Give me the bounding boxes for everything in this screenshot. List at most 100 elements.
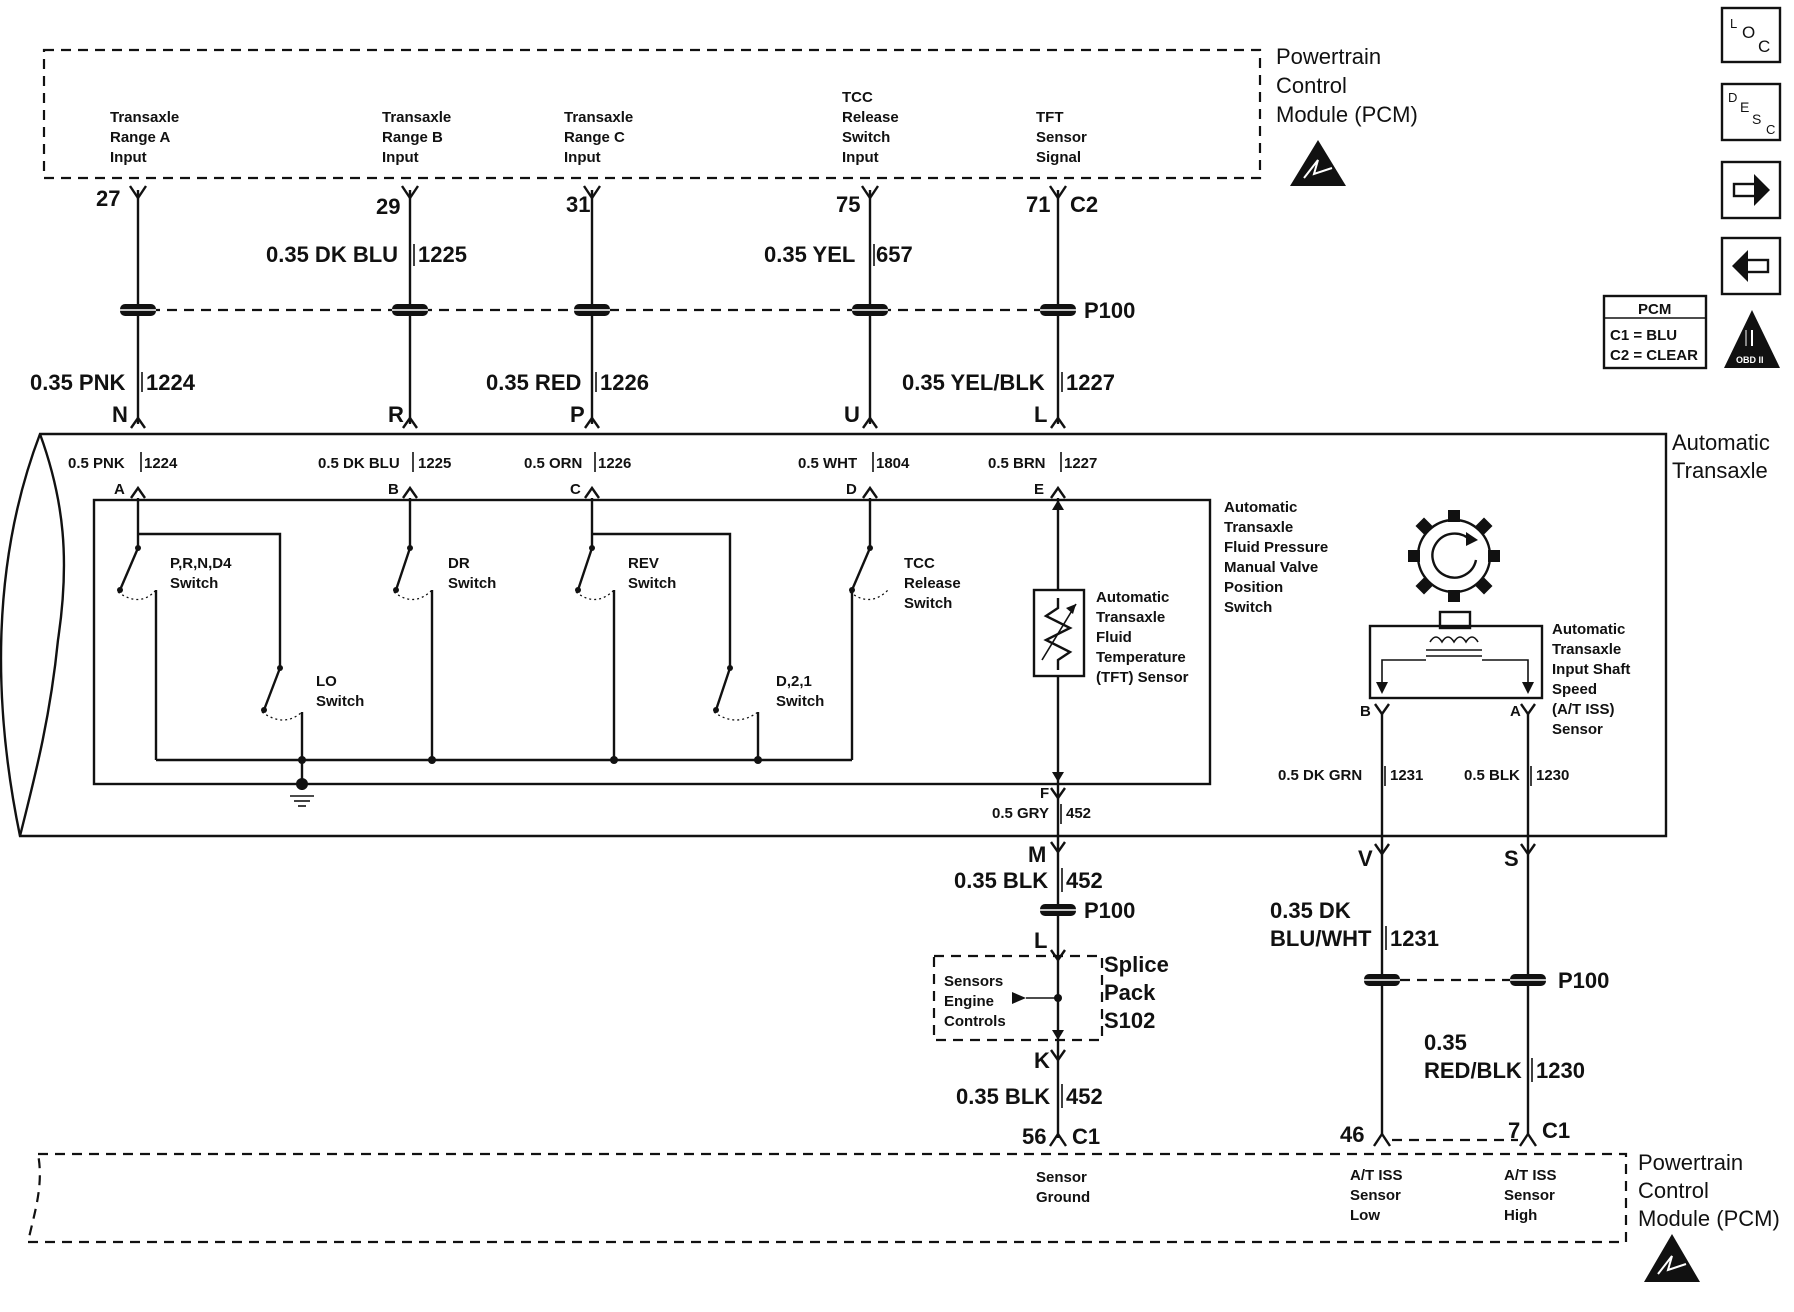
wire-gauge: 0.35 BLK bbox=[954, 868, 1048, 893]
loc-letter: O bbox=[1742, 23, 1755, 42]
wire-gauge: 0.35 BLK bbox=[956, 1084, 1050, 1109]
desc-letter: C bbox=[1766, 122, 1775, 137]
p100-label: P100 bbox=[1084, 898, 1135, 923]
input-label: Sensor bbox=[1036, 129, 1087, 146]
iss-label-line: Input Shaft bbox=[1552, 661, 1630, 678]
esd-warning-icon bbox=[1290, 140, 1346, 186]
p100-label: P100 bbox=[1084, 298, 1135, 323]
wire-divider-ticks bbox=[140, 452, 1062, 472]
ground-icon bbox=[290, 778, 314, 807]
splice-pack-box bbox=[932, 954, 1104, 1042]
iss-label-line: Automatic bbox=[1552, 621, 1625, 638]
legend-line: C1 = BLU bbox=[1610, 327, 1677, 344]
wire-circuit: 1224 bbox=[146, 370, 196, 395]
tft-label-line: Automatic bbox=[1096, 589, 1169, 606]
prev-button[interactable] bbox=[1720, 236, 1782, 296]
iss-label-line: Speed bbox=[1552, 681, 1597, 698]
input-label: Input bbox=[382, 149, 419, 166]
next-button[interactable] bbox=[1720, 160, 1782, 220]
loc-button[interactable]: L O C bbox=[1720, 6, 1782, 64]
wire-circuit: 1230 bbox=[1536, 767, 1569, 784]
pcm-pin-number: 27 bbox=[96, 186, 120, 211]
input-label: Input bbox=[564, 149, 601, 166]
pcm-top-module: Powertrain Control Module (PCM) bbox=[42, 44, 1418, 186]
wire-circuit: 1804 bbox=[876, 455, 910, 472]
input-label: Transaxle bbox=[382, 109, 451, 126]
splice-label-line: Splice bbox=[1104, 952, 1169, 977]
desc-button[interactable]: D E S C bbox=[1720, 82, 1782, 142]
transaxle-title-2: Transaxle bbox=[1672, 458, 1768, 483]
pcm-pin-number: 56 bbox=[1022, 1124, 1046, 1149]
esd-warning-icon bbox=[1644, 1234, 1700, 1282]
pressure-switch-label-line: Automatic bbox=[1224, 499, 1297, 516]
pcm-connector-label: C1 bbox=[1542, 1118, 1570, 1143]
iss-label-line: Transaxle bbox=[1552, 641, 1621, 658]
switch-label: TCC bbox=[904, 555, 935, 572]
wire-circuit: 1226 bbox=[598, 455, 631, 472]
pcm-connector-label: C1 bbox=[1072, 1124, 1100, 1149]
pcm-bottom-label: A/T ISS bbox=[1350, 1167, 1403, 1184]
wire-gauge: 0.35 bbox=[1424, 1030, 1467, 1055]
wire-circuit: 452 bbox=[1066, 805, 1091, 822]
obd-ii-badge: OBD II bbox=[1724, 310, 1780, 368]
obd-badge-text: OBD II bbox=[1736, 355, 1764, 365]
wire-gauge: 0.5 DK BLU bbox=[318, 455, 400, 472]
connector-pin: N bbox=[112, 402, 128, 427]
pcm-bottom-label: Sensor bbox=[1504, 1187, 1555, 1204]
connector-pin: S bbox=[1504, 846, 1519, 871]
connector-pin: C bbox=[570, 481, 581, 498]
iss-label-line: (A/T ISS) bbox=[1552, 701, 1615, 718]
wire-circuit: 1231 bbox=[1390, 926, 1439, 951]
pcm-bottom-label: Low bbox=[1350, 1207, 1380, 1224]
wire-circuit: 1227 bbox=[1066, 370, 1115, 395]
switch-label: REV bbox=[628, 555, 659, 572]
wire-gauge: RED/BLK bbox=[1424, 1058, 1522, 1083]
pcm-top-title-3: Module (PCM) bbox=[1276, 102, 1418, 127]
connector-pin: D bbox=[846, 481, 857, 498]
pcm-bottom-title-1: Powertrain bbox=[1638, 1150, 1743, 1175]
tft-label-line: (TFT) Sensor bbox=[1096, 669, 1189, 686]
splice-label: Splice Pack S102 bbox=[1104, 952, 1169, 1033]
input-label: Transaxle bbox=[564, 109, 633, 126]
input-label: Range A bbox=[110, 129, 170, 146]
input-label: Range C bbox=[564, 129, 625, 146]
wire-gauge: 0.35 YEL bbox=[764, 242, 855, 267]
pcm-bottom-title-2: Control bbox=[1638, 1178, 1709, 1203]
transaxle-outline bbox=[0, 432, 1668, 838]
connector-pin: B bbox=[1360, 703, 1371, 720]
pressure-switch-label-line: Switch bbox=[1224, 599, 1272, 616]
pressure-switch-label-line: Manual Valve bbox=[1224, 559, 1318, 576]
wire-gauge: 0.35 DK BLU bbox=[266, 242, 398, 267]
switch-circuits bbox=[117, 498, 889, 790]
wire-circuit: 1231 bbox=[1390, 767, 1423, 784]
pcm-pin-number: 46 bbox=[1340, 1122, 1364, 1147]
connector-pin: M bbox=[1028, 842, 1046, 867]
iss-sensor bbox=[1368, 610, 1544, 700]
pcm-bottom-label: A/T ISS bbox=[1504, 1167, 1557, 1184]
wire-gauge: BLU/WHT bbox=[1270, 926, 1372, 951]
wire-circuit: 1230 bbox=[1536, 1058, 1585, 1083]
pcm-pin-number: 75 bbox=[836, 192, 860, 217]
p100-connector-row bbox=[120, 304, 1076, 316]
switch-label: Switch bbox=[316, 693, 364, 710]
connector-pin: L bbox=[1034, 402, 1047, 427]
pressure-switch-label-line: Transaxle bbox=[1224, 519, 1293, 536]
legend-title: PCM bbox=[1638, 301, 1671, 318]
transaxle-title-1: Automatic bbox=[1672, 430, 1770, 455]
iss-label-line: Sensor bbox=[1552, 721, 1603, 738]
input-label: Release bbox=[842, 109, 899, 126]
desc-letter: S bbox=[1752, 111, 1761, 127]
connector-pin: U bbox=[844, 402, 860, 427]
switch-label: Switch bbox=[776, 693, 824, 710]
tft-label-line: Transaxle bbox=[1096, 609, 1165, 626]
wire-gauge: 0.35 YEL/BLK bbox=[902, 370, 1045, 395]
input-label: TCC bbox=[842, 89, 873, 106]
switch-label: D,2,1 bbox=[776, 673, 812, 690]
switch-labels: P,R,N,D4 Switch LO Switch DR Switch REV … bbox=[170, 555, 961, 710]
pcm-bottom-module: Powertrain Control Module (PCM) bbox=[26, 1150, 1780, 1282]
splice-label-line: Pack bbox=[1104, 980, 1156, 1005]
input-label: TFT bbox=[1036, 109, 1064, 126]
switch-label: P,R,N,D4 bbox=[170, 555, 232, 572]
tft-label: Automatic Transaxle Fluid Temperature (T… bbox=[1096, 589, 1189, 686]
connector-pin: L bbox=[1034, 928, 1047, 953]
